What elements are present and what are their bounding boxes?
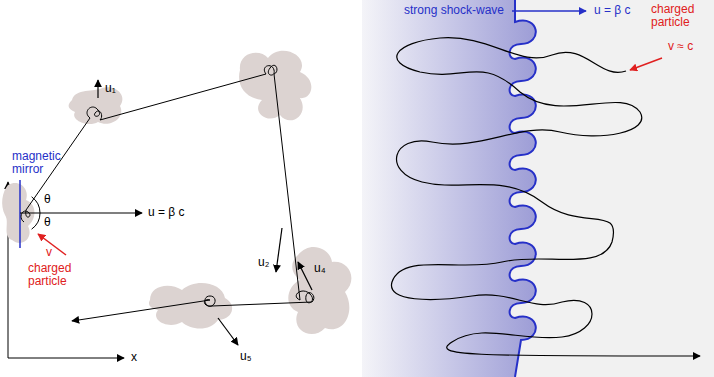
particle-trajectory bbox=[21, 65, 314, 321]
velocity-arrow bbox=[630, 58, 662, 70]
velocity-label: v ≈ c bbox=[668, 40, 693, 53]
shock-velocity-arrow bbox=[512, 10, 586, 12]
cloud-velocity-arrow bbox=[218, 318, 238, 345]
velocity-label: u₄ bbox=[314, 262, 326, 275]
mirror-label: magnetic mirror bbox=[12, 150, 68, 176]
particle-trajectory bbox=[391, 38, 700, 356]
velocity-label: u₂ bbox=[258, 256, 269, 269]
velocity-label: u₁ bbox=[105, 82, 116, 95]
angle-label: θ bbox=[44, 193, 51, 206]
shock-region bbox=[362, 0, 536, 377]
cloud-velocity-arrow bbox=[298, 262, 312, 290]
shock-label: strong shock-wave bbox=[404, 4, 504, 17]
magnetic-mirror bbox=[19, 180, 21, 248]
angle-label: θ bbox=[44, 216, 51, 229]
mirror-velocity-arrow bbox=[20, 212, 142, 213]
velocity-arrow bbox=[38, 234, 66, 255]
magnetic-clouds bbox=[2, 51, 351, 334]
particle-label: charged particle bbox=[651, 3, 711, 29]
cloud-velocity-arrow bbox=[97, 80, 98, 98]
axis-label: x bbox=[131, 351, 137, 364]
velocity-label: u₅ bbox=[240, 350, 252, 363]
x-axis bbox=[8, 358, 124, 359]
velocity-label: v bbox=[46, 246, 52, 259]
particle-label: charged particle bbox=[28, 262, 84, 288]
velocity-label: u = β c bbox=[594, 4, 631, 17]
velocity-label: u = β c bbox=[148, 206, 185, 219]
cloud-velocity-arrow bbox=[276, 228, 282, 272]
downstream-region bbox=[362, 0, 714, 377]
